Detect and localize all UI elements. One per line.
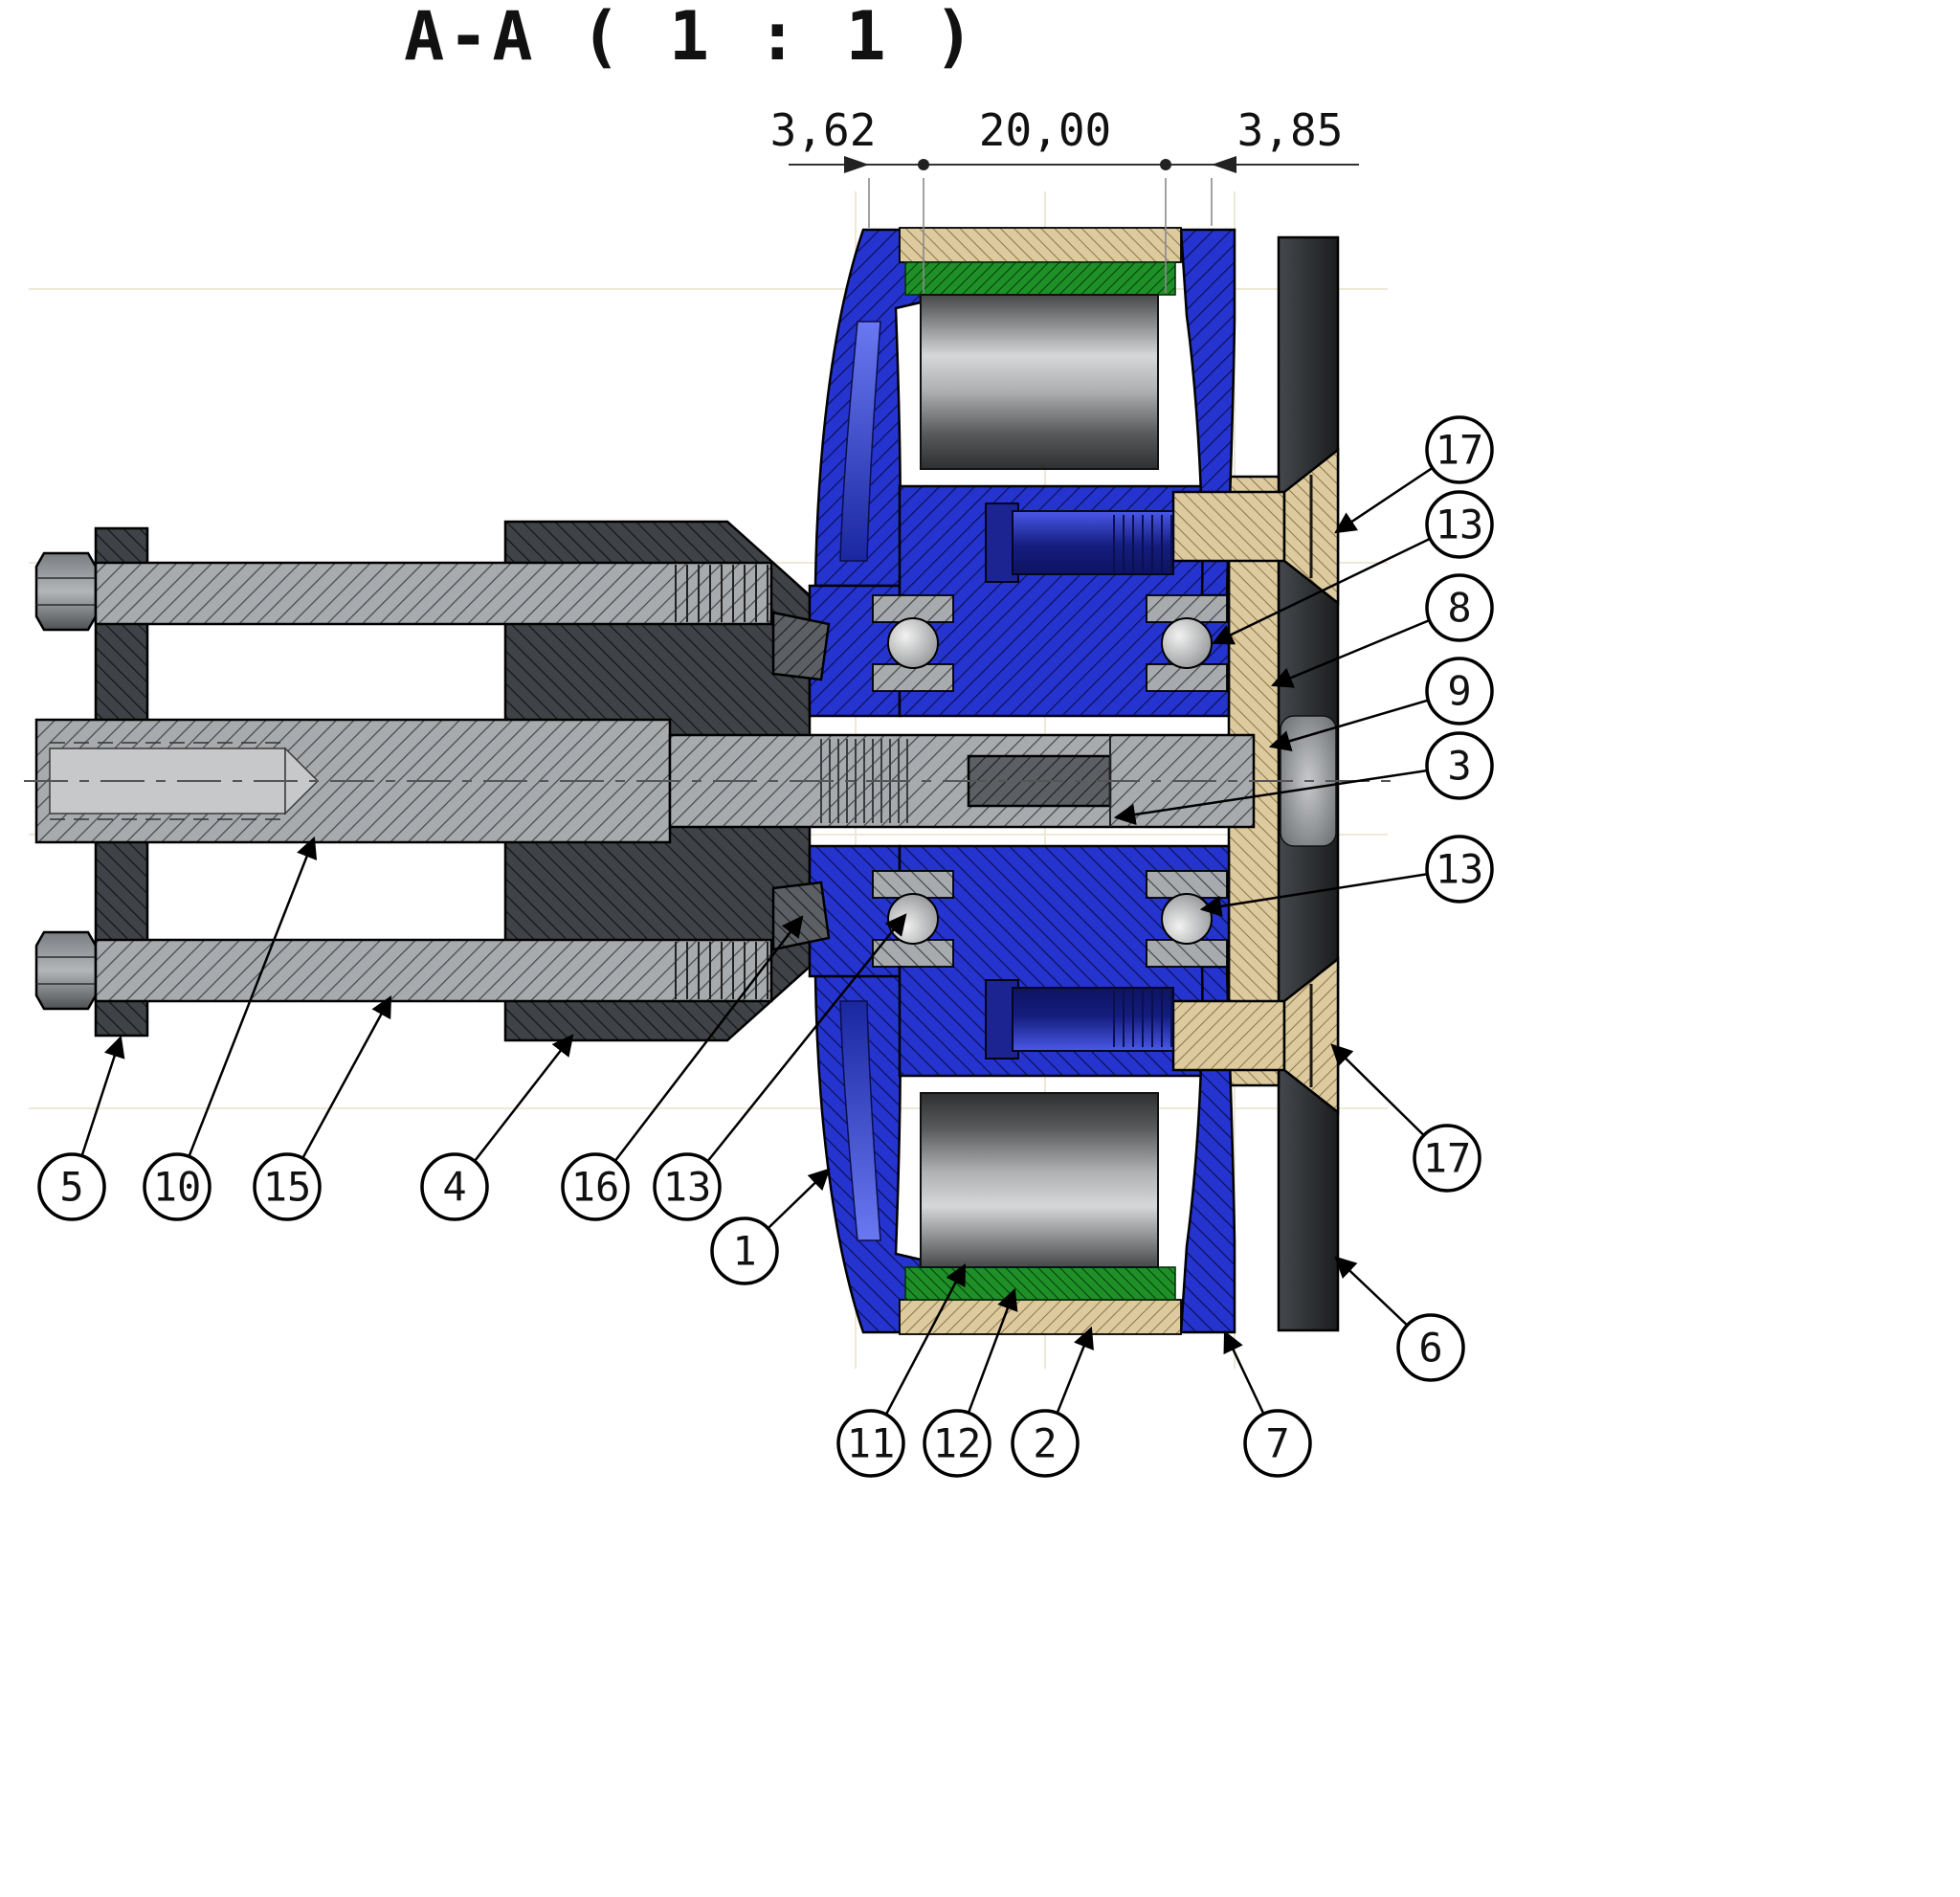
callout-16: 16 [561,915,804,1221]
callout-15: 15 [253,995,392,1221]
callout-11: 11 [836,1263,967,1478]
callout-3: 3 [1113,731,1494,826]
dim-arrow-right [1212,156,1236,173]
dimension-group: 3,62 20,00 3,85 [770,104,1359,293]
callout-17-top: 17 [1334,415,1494,534]
callout-2: 2 [1011,1326,1094,1478]
svg-text:6: 6 [1418,1325,1442,1372]
callout-10: 10 [143,836,318,1221]
dim-label-right: 3,85 [1237,104,1344,156]
svg-text:15: 15 [263,1164,312,1211]
bearing-ball [1161,617,1213,669]
callout-12: 12 [923,1287,1018,1478]
bolt-thread-marks [1113,515,1172,572]
svg-text:13: 13 [1436,846,1484,893]
callout-4: 4 [420,1034,574,1221]
callout-5: 5 [37,1035,125,1221]
section-title: A-A ( 1 : 1 ) [404,0,978,76]
bell-spoke-gloss [839,321,881,562]
dim-label-middle: 20,00 [979,104,1111,156]
ball-bearing-right-part13 [1146,594,1228,692]
callout-17-bottom: 17 [1330,1043,1481,1193]
svg-text:5: 5 [59,1164,83,1211]
callout-balloons: 17 13 8 9 3 13 5 [37,415,1494,1478]
callout-13-upper: 13 [1211,490,1494,645]
dim-dot [918,159,929,170]
motor-top-half [771,227,1340,718]
dim-arrow-left [844,156,869,173]
svg-text:16: 16 [571,1164,620,1211]
svg-text:17: 17 [1436,427,1484,474]
callout-1: 1 [710,1168,831,1285]
ball-bearing-left-part13 [872,594,954,692]
callout-6: 6 [1334,1256,1465,1382]
bearing-ball [887,617,939,669]
callout-9: 9 [1268,657,1494,752]
svg-text:8: 8 [1447,585,1471,632]
tie-rods-part15 [94,561,773,1003]
svg-text:2: 2 [1033,1420,1057,1467]
callout-8: 8 [1270,573,1494,688]
callout-13-lower: 13 [653,913,907,1221]
callout-7: 7 [1223,1329,1312,1478]
svg-text:13: 13 [1436,502,1484,548]
rod-thread-marks-bottom [675,942,768,999]
dim-label-left: 3,62 [770,104,877,156]
svg-text:17: 17 [1423,1135,1472,1182]
svg-text:13: 13 [663,1164,712,1211]
hub-bolt [985,502,1174,583]
magnet-ring-part11 [920,294,1159,470]
svg-text:12: 12 [933,1420,982,1467]
svg-text:3: 3 [1447,743,1471,790]
countersunk-screw-part17 [1171,447,1340,606]
svg-text:4: 4 [442,1164,466,1211]
svg-text:10: 10 [153,1164,202,1211]
svg-text:1: 1 [732,1228,756,1275]
svg-text:7: 7 [1265,1420,1289,1467]
svg-text:11: 11 [847,1420,896,1467]
hex-bolt-head-bottom [34,930,98,1011]
mounting-plate-part6 [1277,235,1340,1332]
rod-thread-marks-top [675,565,768,622]
dim-dot [1160,159,1171,170]
collet-wedge-part16 [771,611,831,681]
hex-bolt-head-top [34,551,98,632]
callout-13-right: 13 [1199,835,1494,917]
rim-liner-part2 [899,227,1182,263]
svg-text:9: 9 [1447,668,1471,715]
adhesive-band-part12 [904,261,1176,296]
